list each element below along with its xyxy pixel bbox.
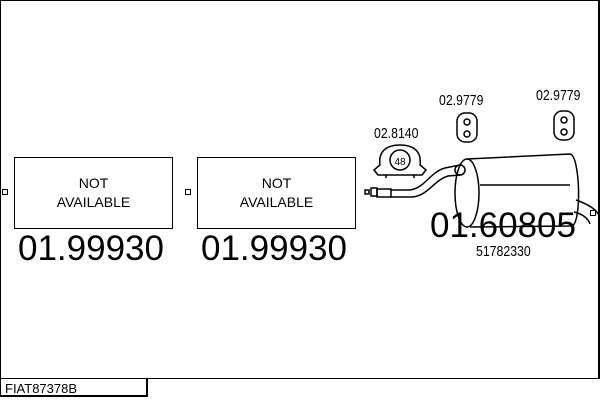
box-text: AVAILABLE [56, 194, 131, 210]
diagram-frame [0, 0, 600, 379]
hanger-number-1: 02.9779 [439, 92, 484, 109]
clamp-size: 48 [394, 157, 406, 168]
part-number-2: 01.99930 [201, 229, 347, 268]
part-box-2: NOT AVAILABLE [197, 157, 356, 229]
connector-marker [185, 189, 191, 195]
diagram-code: FIAT87378B [0, 378, 148, 397]
hanger-number-2: 02.9779 [536, 87, 581, 104]
box-text: NOT [261, 175, 292, 191]
muffler-number: 01.60805 [430, 206, 576, 245]
connector-marker [2, 189, 8, 195]
clamp-number: 02.8140 [374, 125, 419, 142]
box-text: NOT [78, 175, 109, 191]
part-number-1: 01.99930 [18, 229, 164, 268]
oem-number: 51782330 [476, 243, 531, 260]
connector-marker [590, 210, 596, 216]
part-box-1: NOT AVAILABLE [14, 157, 173, 229]
box-text: AVAILABLE [239, 194, 314, 210]
